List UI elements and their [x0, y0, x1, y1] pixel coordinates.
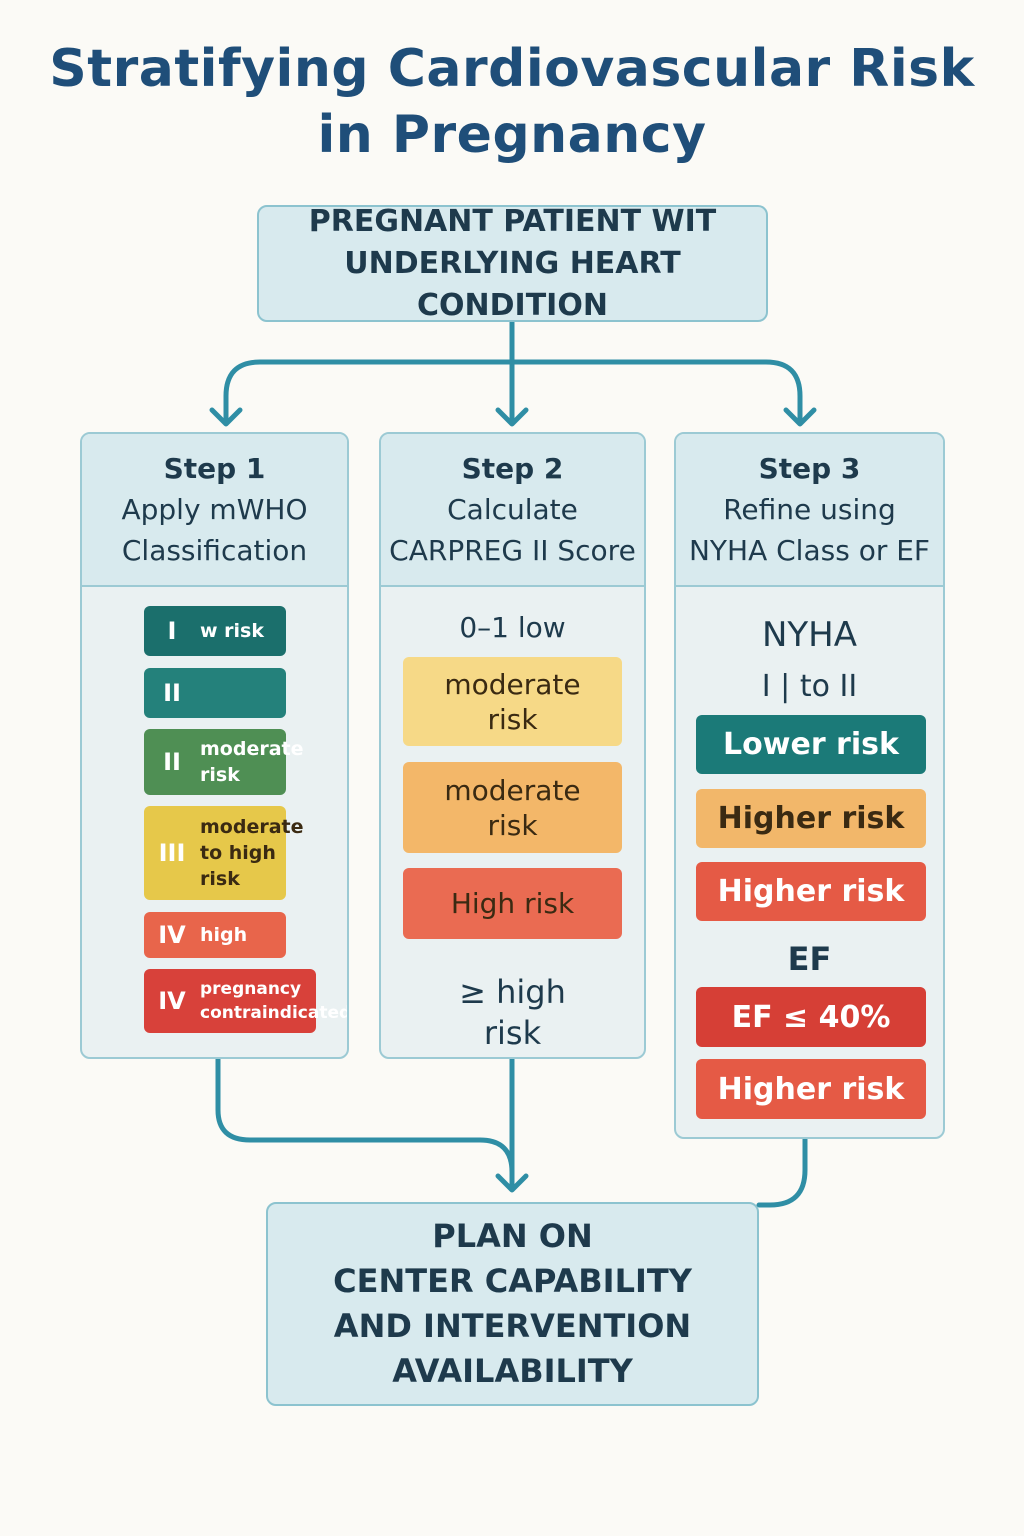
step1-column: Step 1 Apply mWHO Classification I w ris…	[80, 432, 349, 1059]
end-line-3: AND INTERVENTION	[333, 1307, 692, 1345]
mwho-class-1-label: w risk	[200, 620, 264, 642]
carpreg-moderate-risk-1-line-2: risk	[487, 702, 538, 736]
carpreg-moderate-risk-1-line-1: moderate	[444, 667, 581, 701]
arrowhead-step3	[783, 407, 817, 427]
title-line-2: in Pregnancy	[317, 105, 707, 165]
carpreg-moderate-risk-2-line-2: risk	[487, 808, 538, 842]
step2-column: Step 2 Calculate CARPREG II Score 0–1 lo…	[379, 432, 646, 1059]
step2-line-2: CARPREG II Score	[389, 534, 636, 567]
end-node: PLAN ON CENTER CAPABILITY AND INTERVENTI…	[266, 1202, 759, 1406]
mwho-class-4-contraindicated-label: pregnancy contraindicated	[200, 979, 349, 1023]
connector-to-step1	[223, 359, 515, 423]
nyha-label: NYHA	[761, 615, 858, 655]
mwho-class-4-high: IV high	[144, 912, 286, 958]
end-line-1: PLAN ON	[432, 1217, 593, 1255]
mwho-class-4-high-num: IV	[158, 921, 186, 949]
carpreg-high-risk-label: High risk	[450, 887, 575, 920]
mwho-class-4-contraindicated: IV pregnancy contraindicated	[144, 969, 347, 1033]
arrowhead-step1	[209, 407, 243, 427]
step1-title: Step 1	[163, 452, 266, 485]
start-line-2: UNDERLYING HEART CONDITION	[344, 245, 681, 323]
step2-line-1: Calculate	[447, 493, 578, 526]
start-line-1: PREGNANT PATIENT WIT	[308, 203, 717, 239]
end-line-2: CENTER CAPABILITY	[333, 1262, 692, 1300]
mwho-class-2-3: II moderate risk	[144, 729, 304, 795]
carpreg-high-text: ≥ high risk	[381, 972, 644, 1054]
step3-line-2: NYHA Class or EF	[688, 534, 931, 567]
mwho-class-3: III moderate to high risk	[144, 806, 304, 900]
end-line-4: AVAILABILITY	[392, 1352, 633, 1390]
mwho-class-2-3-label: moderate risk	[200, 738, 304, 786]
step2-title: Step 2	[461, 452, 564, 485]
page-title: Stratifying Cardiovascular Risk in Pregn…	[0, 36, 1024, 168]
step3-line-1: Refine using	[723, 493, 896, 526]
mwho-class-1: I w risk	[144, 606, 286, 656]
ef-label: EF	[787, 940, 832, 978]
mwho-class-4-high-label: high	[200, 924, 248, 946]
nyha-higher-risk-2: Higher risk	[696, 862, 926, 921]
carpreg-high-text-line-1: ≥ high	[459, 973, 566, 1011]
nyha-lower-risk: Lower risk	[696, 715, 926, 774]
nyha-range: I | to II	[761, 669, 858, 704]
connector-step1-to-end	[215, 1056, 515, 1189]
mwho-class-2-num: II	[163, 679, 181, 707]
step2-header: Step 2 Calculate CARPREG II Score	[381, 434, 644, 587]
carpreg-moderate-risk-2: moderate risk	[403, 762, 622, 853]
connector-step3-to-end	[756, 1136, 808, 1208]
step1-line-2: Classification	[121, 534, 308, 567]
nyha-higher-risk-1: Higher risk	[696, 789, 926, 848]
arrowhead-step2	[495, 407, 529, 427]
ef-threshold: EF ≤ 40%	[696, 987, 926, 1047]
mwho-class-3-label: moderate to high risk	[200, 816, 304, 890]
arrowhead-end	[495, 1173, 529, 1193]
mwho-class-2: II	[144, 668, 286, 718]
mwho-class-4-contraindicated-num: IV	[158, 987, 186, 1015]
step3-title: Step 3	[758, 452, 861, 485]
ef-higher-risk: Higher risk	[696, 1059, 926, 1119]
carpreg-moderate-risk-1: moderate risk	[403, 657, 622, 746]
carpreg-high-text-line-2: risk	[483, 1014, 542, 1052]
mwho-class-1-num: I	[167, 617, 177, 645]
start-node: PREGNANT PATIENT WIT UNDERLYING HEART CO…	[257, 204, 768, 323]
step1-line-1: Apply mWHO	[121, 493, 308, 526]
mwho-class-3-num: III	[158, 839, 186, 867]
mwho-class-2-3-num: II	[163, 748, 181, 776]
step3-header: Step 3 Refine using NYHA Class or EF	[676, 434, 943, 587]
carpreg-low-text: 0–1 low	[459, 611, 566, 644]
step1-header: Step 1 Apply mWHO Classification	[82, 434, 347, 587]
title-line-1: Stratifying Cardiovascular Risk	[49, 39, 975, 99]
step3-column: Step 3 Refine using NYHA Class or EF NYH…	[674, 432, 945, 1139]
connector-to-step3	[509, 359, 803, 423]
carpreg-high-risk: High risk	[403, 868, 622, 939]
carpreg-moderate-risk-2-line-1: moderate	[444, 773, 581, 807]
